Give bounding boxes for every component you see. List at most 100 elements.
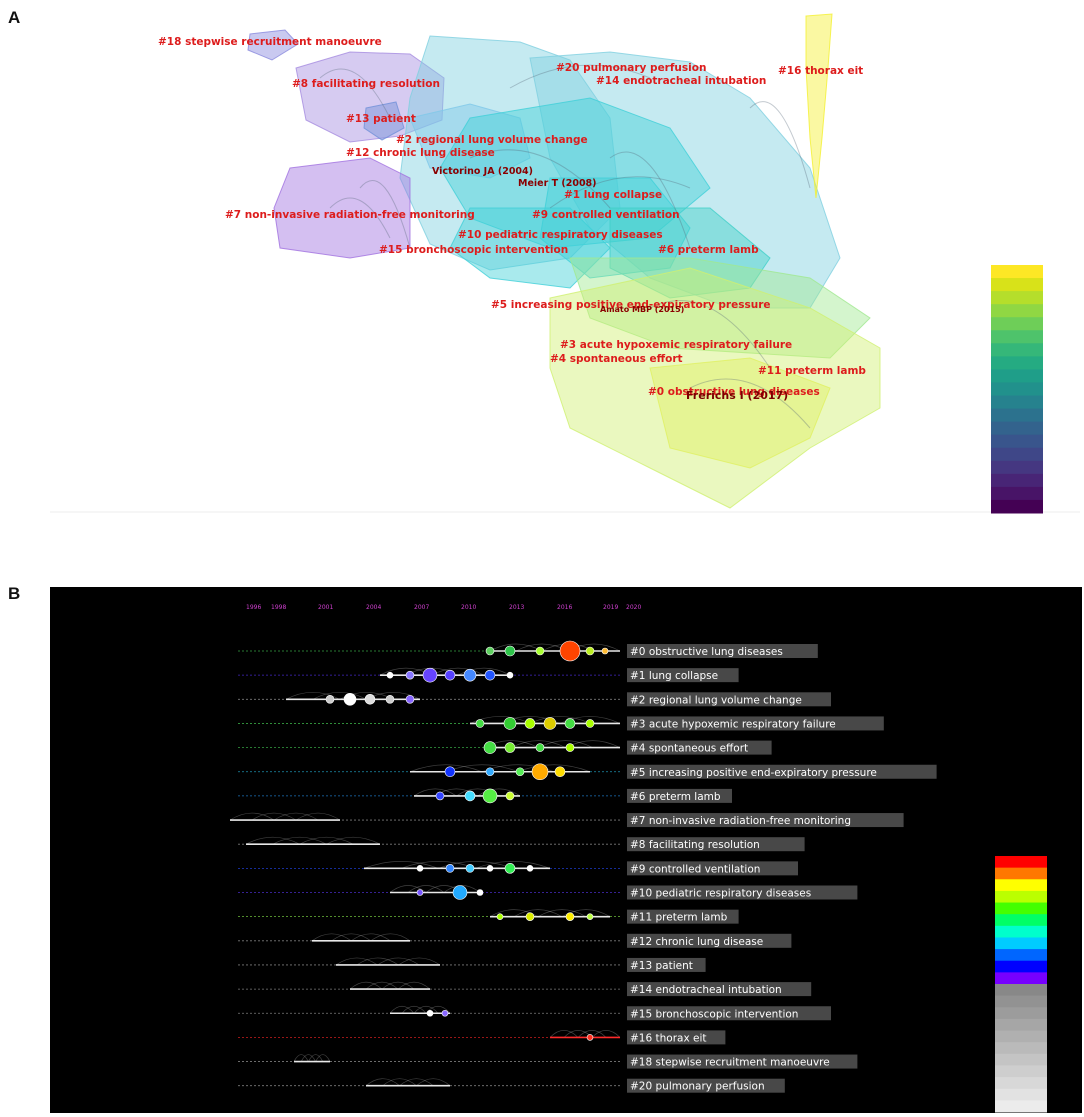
- timeline-lane: #7 non-invasive radiation-free monitorin…: [229, 812, 904, 828]
- colorbar-segment: [991, 460, 1043, 475]
- citation-node: [525, 912, 535, 921]
- citation-arc: [445, 764, 519, 773]
- lane-label-bg: [627, 909, 739, 924]
- timeline-lane: #0 obstructive lung diseases: [238, 640, 818, 662]
- citation-node: [543, 717, 557, 730]
- lane-label-bg: [627, 1078, 785, 1093]
- colorbar-segment: [995, 1065, 1047, 1078]
- colorbar-segment: [995, 1030, 1047, 1043]
- panel-b-colorbar: [995, 856, 1047, 1113]
- citation-arc: [363, 861, 439, 869]
- lane-label: #0 obstructive lung diseases: [630, 646, 783, 658]
- citation-node: [504, 863, 516, 874]
- citation-node: [503, 717, 517, 730]
- reference-label: Meier T (2008): [518, 178, 597, 189]
- lane-label-bg: [627, 1030, 726, 1045]
- citation-node: [524, 718, 536, 729]
- citation-arc: [299, 836, 354, 845]
- citation-link: [319, 68, 391, 119]
- colorbar-segment: [995, 960, 1047, 973]
- year-tick-label: 2001: [318, 604, 333, 611]
- colorbar-segment: [991, 473, 1043, 488]
- citation-arc: [409, 764, 483, 773]
- lane-label: #2 regional lung volume change: [630, 694, 802, 706]
- citation-arc: [538, 740, 593, 748]
- citation-node: [586, 1034, 594, 1041]
- cluster-label: #5 increasing positive end-expiratory pr…: [491, 299, 771, 311]
- colorbar-segment: [991, 291, 1043, 305]
- cluster-label: #8 facilitating resolution: [292, 78, 440, 90]
- citation-arc: [326, 836, 381, 845]
- citation-node: [506, 671, 514, 679]
- colorbar-segment: [995, 914, 1047, 927]
- lane-label: #5 increasing positive end-expiratory pr…: [630, 767, 877, 779]
- citation-arc: [272, 836, 327, 845]
- citation-node: [526, 865, 534, 872]
- lane-label: #8 facilitating resolution: [630, 839, 760, 851]
- cluster-label: #16 thorax eit: [778, 65, 863, 77]
- citation-node: [465, 864, 475, 873]
- citation-link: [359, 180, 411, 249]
- cluster-network-panel: #18 stepwise recruitment manoeuvre #8 fac…: [50, 8, 1080, 516]
- year-tick-label: 2007: [414, 604, 429, 611]
- colorbar-segment: [991, 356, 1043, 370]
- citation-node: [416, 889, 424, 896]
- cluster-label: #18 stepwise recruitment manoeuvre: [158, 36, 382, 48]
- cluster-label: #2 regional lung volume change: [396, 134, 588, 146]
- lane-label-bg: [627, 813, 904, 828]
- citation-node: [504, 742, 516, 753]
- citation-node: [435, 791, 445, 801]
- citation-node: [585, 646, 595, 656]
- citation-arc: [335, 957, 378, 966]
- citation-node: [535, 646, 545, 656]
- timeline-lane: #16 thorax eit: [238, 1030, 726, 1045]
- citation-arc: [229, 812, 275, 821]
- cluster-label: #1 lung collapse: [564, 189, 662, 201]
- citation-node: [565, 912, 575, 921]
- timeline-lane: #4 spontaneous effort: [238, 740, 772, 755]
- citation-node: [325, 695, 335, 704]
- lane-label-bg: [627, 1006, 831, 1021]
- colorbar-segment: [995, 984, 1047, 997]
- citation-arc: [300, 1054, 316, 1062]
- cluster-label: #0 obstructive lung diseases: [648, 386, 820, 398]
- citation-node: [444, 669, 456, 681]
- citation-arc: [365, 1078, 400, 1086]
- lane-label-bg: [627, 933, 792, 948]
- colorbar-segment: [995, 972, 1047, 985]
- colorbar-segment: [995, 902, 1047, 915]
- citation-arc: [517, 764, 591, 773]
- timeline-lane: #5 increasing positive end-expiratory pr…: [238, 763, 937, 781]
- cluster-label: #20 pulmonary perfusion: [556, 62, 706, 74]
- citation-node: [504, 645, 516, 657]
- colorbar-segment: [995, 879, 1047, 892]
- colorbar-segment: [995, 1042, 1047, 1055]
- lane-label-bg: [627, 861, 798, 876]
- cluster-region: [247, 29, 299, 61]
- citation-node: [484, 669, 496, 681]
- lane-label-bg: [627, 788, 732, 803]
- lane-label: #13 patient: [630, 960, 693, 972]
- lane-label-bg: [627, 716, 884, 731]
- colorbar-segment: [991, 395, 1043, 410]
- cluster-label: #12 chronic lung disease: [346, 147, 495, 159]
- lane-label-bg: [627, 837, 805, 852]
- citation-arc: [377, 957, 420, 966]
- citation-arc: [311, 933, 352, 942]
- colorbar-segment: [991, 408, 1043, 423]
- colorbar-segment: [995, 1007, 1047, 1020]
- year-tick-label: 1996: [246, 604, 261, 611]
- citation-node: [482, 788, 498, 804]
- citation-arc: [382, 1078, 417, 1086]
- lane-label-bg: [627, 957, 706, 972]
- citation-link: [509, 64, 651, 89]
- citation-arc: [413, 788, 457, 797]
- citation-arc: [397, 981, 431, 990]
- citation-node: [565, 743, 575, 752]
- citation-arc: [489, 643, 543, 652]
- colorbar-segment: [995, 856, 1047, 869]
- timeline-lane: #20 pulmonary perfusion: [238, 1078, 785, 1093]
- cluster-region: [273, 157, 411, 259]
- year-tick-label: 2013: [509, 604, 524, 611]
- citation-node: [452, 885, 468, 900]
